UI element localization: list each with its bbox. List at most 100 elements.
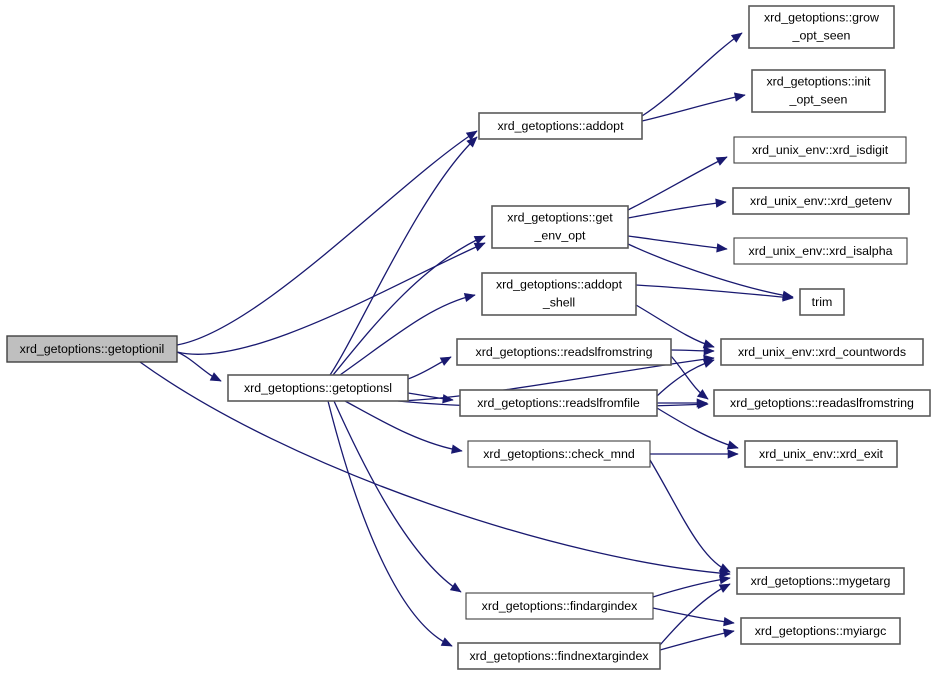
edge-arrowhead <box>449 582 462 593</box>
node-box-get_env_opt[interactable] <box>491 205 629 249</box>
node-xrd_isalpha[interactable]: xrd_unix_env::xrd_isalpha <box>733 237 908 265</box>
node-box-readslfromstring[interactable] <box>456 338 672 366</box>
edge-arrowhead <box>466 136 478 148</box>
edge-arrowhead <box>442 394 454 404</box>
edge-get_env_opt-to-xrd_isalpha <box>627 235 728 253</box>
node-grow_opt_seen[interactable]: xrd_getoptions::grow_opt_seen <box>748 5 895 49</box>
node-box-addopt[interactable] <box>478 112 643 140</box>
node-box-grow_opt_seen[interactable] <box>748 5 895 49</box>
node-box-mygetarg[interactable] <box>736 567 905 595</box>
node-addopt_shell[interactable]: xrd_getoptions::addopt_shell <box>481 272 637 316</box>
node-label-addopt: xrd_getoptions::addopt <box>497 119 624 133</box>
edge-arrowhead <box>440 637 453 647</box>
edge-readslfromstring-to-xrd_countwords <box>670 346 715 356</box>
node-init_opt_seen[interactable]: xrd_getoptions::init_opt_seen <box>751 69 886 113</box>
node-findargindex[interactable]: xrd_getoptions::findargindex <box>465 592 654 620</box>
edge-getoptionil-to-get_env_opt <box>176 242 486 355</box>
node-label-addopt_shell-line1: xrd_getoptions::addopt <box>496 277 623 291</box>
node-box-findnextargindex[interactable] <box>457 642 661 670</box>
node-mygetarg[interactable]: xrd_getoptions::mygetarg <box>736 567 905 595</box>
edge-arrowhead <box>696 389 709 400</box>
node-label-get_env_opt-line2: _env_opt <box>534 228 587 242</box>
node-label-readslfromstring: xrd_getoptions::readslfromstring <box>476 345 653 359</box>
edge-arrowhead <box>473 235 486 245</box>
edge-getoptionsl-to-get_env_opt <box>332 235 486 376</box>
node-label-check_mnd: xrd_getoptions::check_mnd <box>483 447 635 461</box>
node-trim[interactable]: trim <box>799 288 845 316</box>
node-get_env_opt[interactable]: xrd_getoptions::get_env_opt <box>491 205 629 249</box>
node-xrd_isdigit[interactable]: xrd_unix_env::xrd_isdigit <box>733 136 907 164</box>
node-label-readslfromfile: xrd_getoptions::readslfromfile <box>477 396 640 410</box>
node-myiargc[interactable]: xrd_getoptions::myiargc <box>740 617 901 645</box>
edge-getoptionil-to-getoptionsl <box>176 351 222 382</box>
nodes-layer: xrd_getoptions::getoptionilxrd_getoption… <box>6 5 931 670</box>
node-box-xrd_isdigit[interactable] <box>733 136 907 164</box>
node-readaslfromstring[interactable]: xrd_getoptions::readaslfromstring <box>713 389 931 417</box>
edge-readslfromfile-to-xrd_exit <box>656 407 739 450</box>
edge-arrowhead <box>727 449 739 459</box>
node-label-findargindex: xrd_getoptions::findargindex <box>482 599 638 613</box>
node-readslfromfile[interactable]: xrd_getoptions::readslfromfile <box>459 389 658 417</box>
edge-findargindex-to-myiargc <box>652 607 735 627</box>
edge-findnextargindex-to-mygetarg <box>659 583 731 646</box>
node-box-getoptionsl[interactable] <box>227 374 409 402</box>
node-check_mnd[interactable]: xrd_getoptions::check_mnd <box>467 440 651 468</box>
node-readslfromstring[interactable]: xrd_getoptions::readslfromstring <box>456 338 672 366</box>
edge-findnextargindex-to-myiargc <box>659 628 735 651</box>
node-box-check_mnd[interactable] <box>467 440 651 468</box>
node-label-init_opt_seen-line1: xrd_getoptions::init <box>766 74 871 88</box>
node-getoptionil[interactable]: xrd_getoptions::getoptionil <box>6 335 178 363</box>
node-xrd_exit[interactable]: xrd_unix_env::xrd_exit <box>744 440 898 468</box>
node-label-grow_opt_seen-line2: _opt_seen <box>792 28 851 42</box>
node-box-myiargc[interactable] <box>740 617 901 645</box>
edge-arrowhead <box>782 292 794 302</box>
edge-arrowhead <box>451 444 463 454</box>
node-box-addopt_shell[interactable] <box>481 272 637 316</box>
edge-check_mnd-to-xrd_exit <box>649 449 739 459</box>
node-addopt[interactable]: xrd_getoptions::addopt <box>478 112 643 140</box>
edge-arrowhead <box>463 292 476 302</box>
node-box-xrd_exit[interactable] <box>744 440 898 468</box>
edge-arrowhead <box>473 242 486 252</box>
edge-get_env_opt-to-xrd_getenv <box>627 198 727 219</box>
node-box-readaslfromstring[interactable] <box>713 389 931 417</box>
edge-getoptionsl-to-addopt <box>329 136 478 376</box>
node-xrd_getenv[interactable]: xrd_unix_env::xrd_getenv <box>732 187 910 215</box>
edge-getoptionil-to-addopt <box>176 130 478 346</box>
node-label-xrd_countwords: xrd_unix_env::xrd_countwords <box>738 345 906 359</box>
node-label-grow_opt_seen-line1: xrd_getoptions::grow <box>764 10 879 24</box>
edge-arrowhead <box>718 563 731 573</box>
node-getoptionsl[interactable]: xrd_getoptions::getoptionsl <box>227 374 409 402</box>
edge-check_mnd-to-mygetarg <box>649 459 731 573</box>
edge-addopt_shell-to-trim <box>635 284 794 302</box>
node-label-xrd_isalpha: xrd_unix_env::xrd_isalpha <box>749 244 893 258</box>
node-box-init_opt_seen[interactable] <box>751 69 886 113</box>
edge-addopt_shell-to-xrd_countwords <box>635 304 715 349</box>
edge-arrowhead <box>702 339 715 349</box>
node-findnextargindex[interactable]: xrd_getoptions::findnextargindex <box>457 642 661 670</box>
edge-getoptionsl-to-check_mnd <box>344 400 463 454</box>
node-box-xrd_countwords[interactable] <box>720 338 924 366</box>
edge-arrowhead <box>209 372 222 382</box>
node-box-readslfromfile[interactable] <box>459 389 658 417</box>
node-xrd_countwords[interactable]: xrd_unix_env::xrd_countwords <box>720 338 924 366</box>
node-label-myiargc: xrd_getoptions::myiargc <box>755 624 887 638</box>
node-box-trim[interactable] <box>799 288 845 316</box>
node-box-findargindex[interactable] <box>465 592 654 620</box>
node-box-getoptionil[interactable] <box>6 335 178 363</box>
node-label-findnextargindex: xrd_getoptions::findnextargindex <box>469 649 649 663</box>
edge-readslfromfile-to-readaslfromstring <box>657 398 708 408</box>
node-box-xrd_getenv[interactable] <box>732 187 910 215</box>
edge-addopt-to-grow_opt_seen <box>641 32 743 117</box>
edge-addopt-to-init_opt_seen <box>641 92 746 122</box>
node-label-get_env_opt-line1: xrd_getoptions::get <box>507 210 613 224</box>
edge-arrowhead <box>718 583 731 593</box>
edge-arrowhead <box>702 359 715 368</box>
edge-arrowhead <box>465 130 478 141</box>
node-box-xrd_isalpha[interactable] <box>733 237 908 265</box>
edge-arrowhead <box>716 243 728 253</box>
node-label-readaslfromstring: xrd_getoptions::readaslfromstring <box>730 396 914 410</box>
edge-findargindex-to-mygetarg <box>652 575 731 598</box>
edge-arrowhead <box>733 92 746 102</box>
